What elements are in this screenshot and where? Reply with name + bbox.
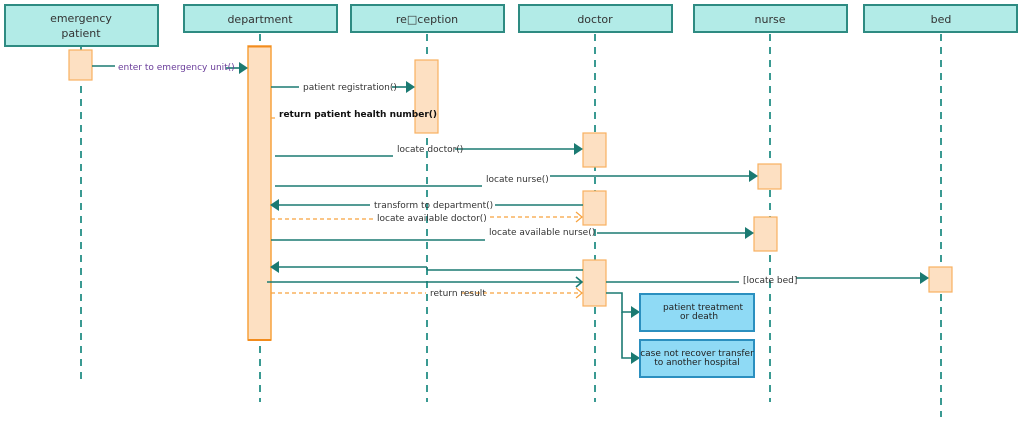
actor-label: doctor xyxy=(577,13,613,26)
message-doctor-to-department[interactable] xyxy=(270,261,583,273)
message-return-result[interactable]: return result xyxy=(271,287,583,299)
actor-doctor[interactable]: doctor xyxy=(518,4,673,33)
actor-emergency-patient[interactable]: emergency patient xyxy=(4,4,159,47)
activation-doctor-3 xyxy=(582,259,607,307)
activation-department xyxy=(247,45,272,341)
message-label: locate doctor() xyxy=(397,145,463,155)
actor-label: nurse xyxy=(755,13,786,26)
actor-label: department xyxy=(227,13,293,26)
actor-nurse[interactable]: nurse xyxy=(693,4,848,33)
actor-department[interactable]: department xyxy=(183,4,338,33)
activation-reception xyxy=(414,59,439,134)
outcome-transfer-hospital[interactable]: case not recover transfer to another hos… xyxy=(639,339,755,378)
message-label: return patient health number() xyxy=(279,110,437,120)
message-label: patient registration() xyxy=(303,83,397,93)
activation-bed xyxy=(928,266,953,293)
outcome-label-line2: to another hospital xyxy=(654,358,740,368)
actor-label-line1: emergency xyxy=(50,12,112,25)
message-locate-doctor[interactable]: locate doctor() xyxy=(275,143,583,157)
message-locate-bed[interactable]: [locate bed] xyxy=(606,272,929,286)
message-label: locate available doctor() xyxy=(377,214,487,224)
activation-doctor-2 xyxy=(582,190,607,226)
message-label: return result xyxy=(430,289,486,299)
outcome-label-line1: case not recover transfer xyxy=(640,349,754,359)
actor-label: bed xyxy=(931,13,952,26)
activation-nurse-2 xyxy=(753,216,778,252)
message-label: locate nurse() xyxy=(486,175,549,185)
branch-connector xyxy=(606,292,640,364)
message-return-health-number[interactable]: return patient health number() xyxy=(271,110,437,120)
outcome-label-line1: patient treatment xyxy=(663,303,744,313)
message-locate-nurse[interactable]: locate nurse() xyxy=(275,170,758,187)
message-enter-emergency-unit[interactable]: enter to emergency unit() xyxy=(92,62,248,74)
message-label: transform to department() xyxy=(374,201,493,211)
message-locate-available-doctor[interactable]: locate available doctor() xyxy=(271,211,583,224)
actor-label: re□ception xyxy=(396,13,458,26)
message-patient-registration[interactable]: patient registration() xyxy=(271,81,415,93)
message-label: enter to emergency unit() xyxy=(118,63,235,73)
outcome-patient-treatment[interactable]: patient treatment or death xyxy=(639,293,755,332)
actor-label-line2: patient xyxy=(61,27,101,40)
actor-bed[interactable]: bed xyxy=(863,4,1018,33)
actor-reception[interactable]: re□ception xyxy=(350,4,505,33)
message-transform-to-department[interactable]: transform to department() xyxy=(270,199,583,211)
message-label: locate available nurse() xyxy=(489,228,595,238)
outcome-label-line2: or death xyxy=(680,312,718,322)
message-locate-available-nurse[interactable]: locate available nurse() xyxy=(271,227,754,241)
activation-nurse-1 xyxy=(757,163,782,190)
activation-doctor-1 xyxy=(582,132,607,168)
message-label: [locate bed] xyxy=(743,276,797,286)
activation-emergency-patient xyxy=(68,49,93,81)
message-department-to-doctor[interactable] xyxy=(267,276,584,288)
